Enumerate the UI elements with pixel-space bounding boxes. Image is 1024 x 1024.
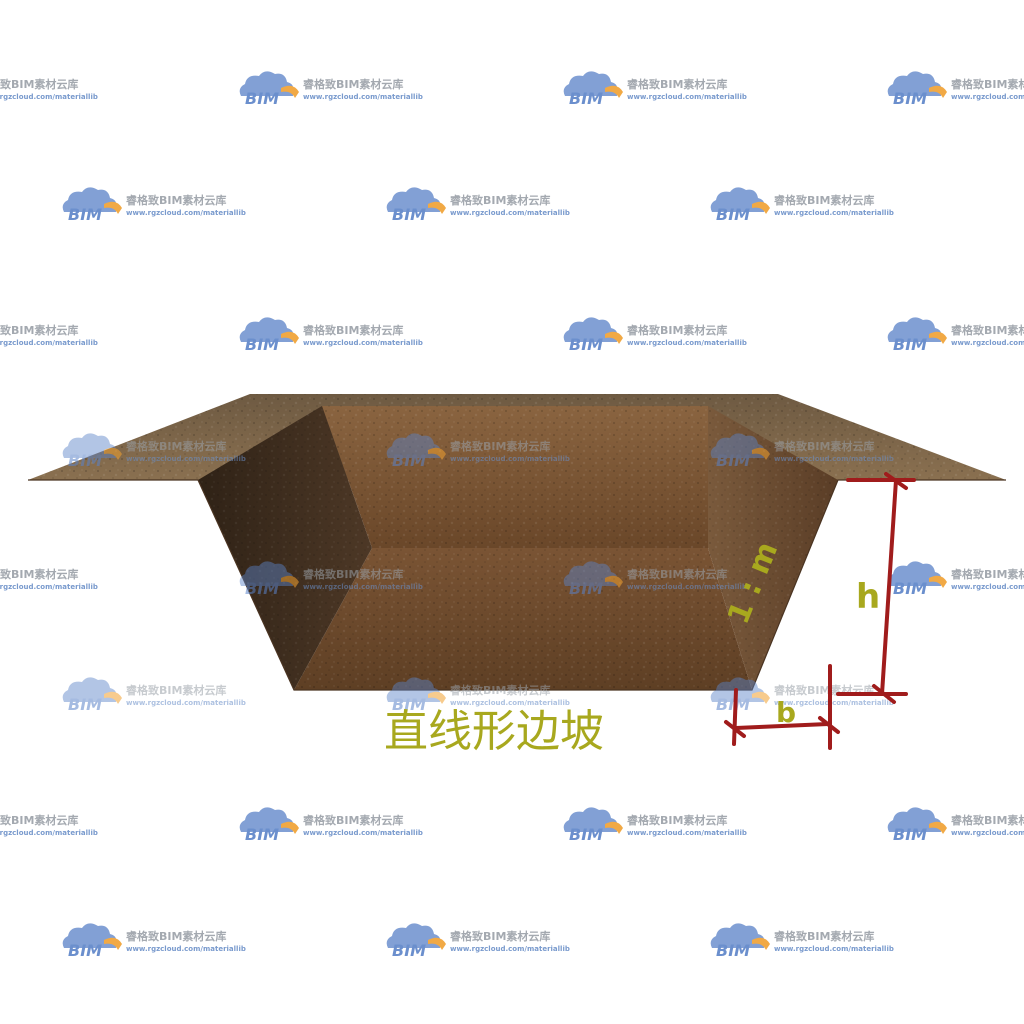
base-label: b	[776, 696, 796, 729]
height-dimension-line	[880, 478, 898, 696]
excavation-pit	[28, 394, 1006, 691]
diagram-caption: 直线形边坡	[384, 706, 604, 757]
base-dimension-line	[734, 722, 830, 730]
height-label: h	[856, 577, 880, 617]
dimension-lines	[724, 472, 916, 750]
